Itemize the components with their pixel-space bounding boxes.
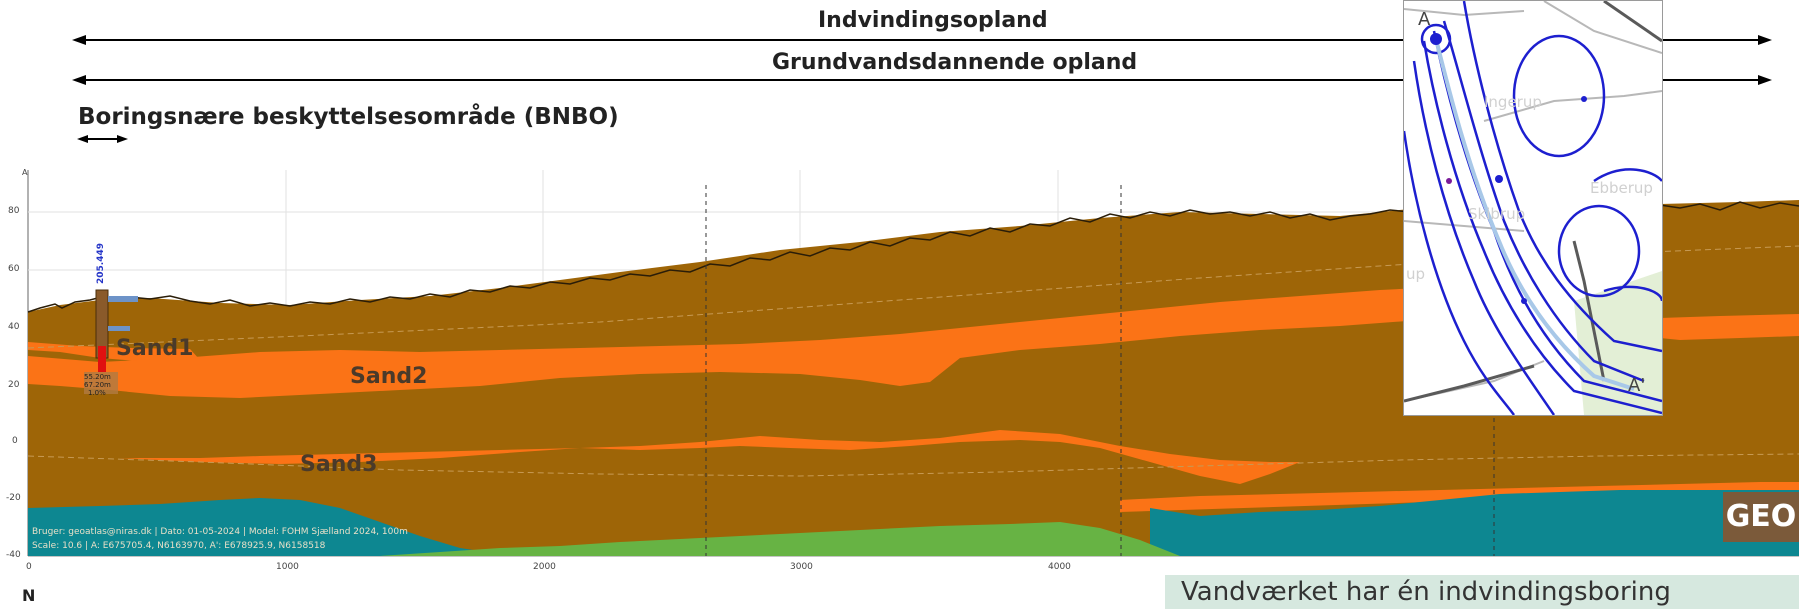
sand1-label: Sand1 <box>116 336 194 361</box>
y-tick-40: 40 <box>8 322 20 332</box>
geo-logo: GEO <box>1723 492 1799 542</box>
y-tick-minus20: -20 <box>6 493 21 503</box>
well-depth-label-1: 55.20m <box>84 373 111 381</box>
y-tick-0: 0 <box>12 436 18 446</box>
inset-map-drawing <box>1404 1 1662 415</box>
well-id-label: 205.449 <box>96 243 106 284</box>
inset-place-ingerup: Ingerup <box>1484 93 1542 111</box>
sand2-layer <box>28 288 1420 398</box>
inset-map: A A' Ingerup Ebberup Skibrup up <box>1403 0 1663 416</box>
footer-line-2: Scale: 10.6 | A: E675705.4, N6163970, A'… <box>32 541 326 551</box>
well-symbol <box>84 289 138 394</box>
indvindingsopland-label: Indvindingsopland <box>814 8 1052 33</box>
sand3-layer <box>120 430 1300 484</box>
teal-aquifer-right-layer <box>1150 490 1799 556</box>
sand1-layer <box>28 342 200 362</box>
inset-dot-4 <box>1446 178 1452 184</box>
inset-place-up: up <box>1406 265 1426 283</box>
teal-aquifer-layer <box>28 498 520 556</box>
x-tick-3000: 3000 <box>790 562 813 572</box>
x-tick-4000: 4000 <box>1048 562 1071 572</box>
inset-dot-2 <box>1581 96 1587 102</box>
x-tick-0: 0 <box>26 562 32 572</box>
caption-box: Vandværket har én indvindingsboring <box>1165 575 1799 609</box>
vertical-markers <box>705 185 1495 556</box>
inset-label-a: A <box>1418 9 1431 30</box>
sand2-label: Sand2 <box>350 364 428 389</box>
well-depth-label-2: 67.20m <box>84 381 111 389</box>
grundvandsdannende-label: Grundvandsdannende opland <box>768 50 1142 75</box>
sand3-label: Sand3 <box>300 452 378 477</box>
north-label: N <box>22 586 36 605</box>
footer-line-1: Bruger: geoatlas@niras.dk | Dato: 01-05-… <box>32 527 408 537</box>
y-tick-20: 20 <box>8 380 20 390</box>
caption-text: Vandværket har én indvindingsboring <box>1181 577 1671 607</box>
sand2-right-layer <box>1660 314 1799 340</box>
green-layer <box>380 522 1180 556</box>
internal-boundary <box>27 453 1799 477</box>
inset-well-marker <box>1430 33 1442 45</box>
axis-letter-label: A <box>22 168 28 177</box>
bnbo-label: Boringsnære beskyttelsesområde (BNBO) <box>78 104 619 130</box>
inset-dot-3 <box>1521 298 1527 304</box>
x-tick-1000: 1000 <box>276 562 299 572</box>
y-tick-80: 80 <box>8 206 20 216</box>
x-tick-2000: 2000 <box>533 562 556 572</box>
sand-lower-right-layer <box>1120 482 1799 512</box>
y-tick-minus40: -40 <box>6 550 21 560</box>
inset-dot-1 <box>1495 175 1503 183</box>
terrain-line <box>27 201 1799 313</box>
y-tick-60: 60 <box>8 264 20 274</box>
inset-place-skibrup: Skibrup <box>1468 205 1526 223</box>
inset-label-a-prime: A' <box>1628 375 1646 396</box>
inset-main-roads <box>1404 1 1662 403</box>
bnbo-arrow <box>77 135 128 143</box>
inset-river <box>1434 38 1635 391</box>
well-depth-label-3: 1.0% <box>88 389 106 397</box>
inset-place-ebberup: Ebberup <box>1590 179 1653 197</box>
